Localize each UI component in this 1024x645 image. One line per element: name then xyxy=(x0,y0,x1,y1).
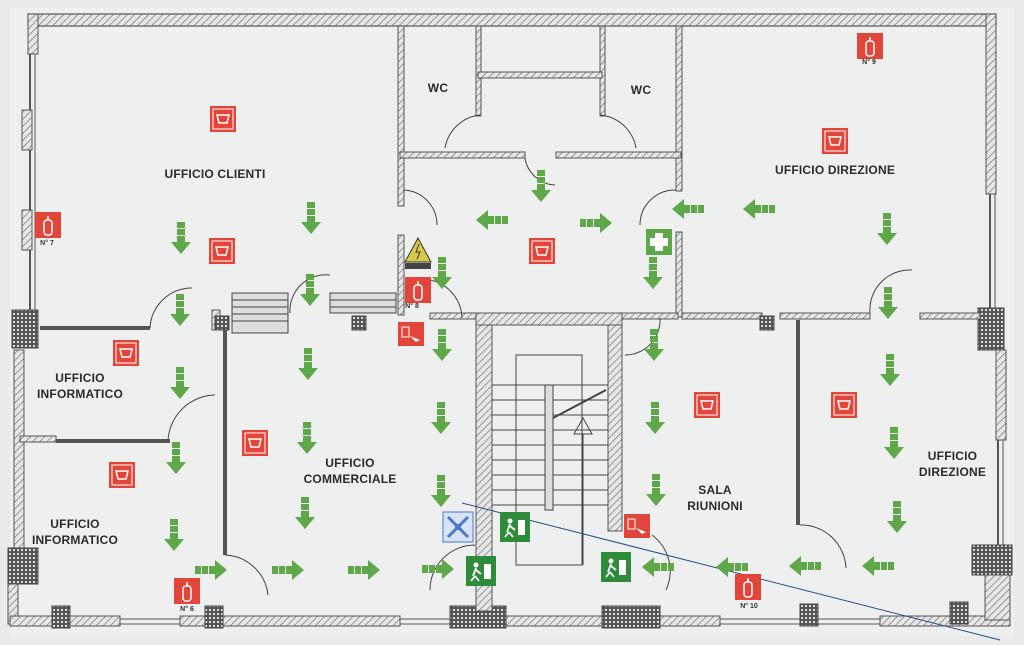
extinguisher-number-6: N° 6 xyxy=(180,606,194,613)
emergency-exit-icon xyxy=(601,552,631,582)
extinguisher-number-8: N° 8 xyxy=(405,303,419,310)
outer-walls xyxy=(7,13,1013,629)
room-label-line: SALA xyxy=(698,483,732,497)
room-label-ufficio-commerciale: UFFICIO COMMERCIALE xyxy=(290,455,410,487)
escape-route-arrow-icon xyxy=(300,274,320,306)
room-label-sala-riunioni: SALA RIUNIONI xyxy=(665,482,765,514)
room-label-line: INFORMATICO xyxy=(32,533,118,547)
room-label-line: DIREZIONE xyxy=(918,465,987,479)
escape-route-arrow-icon xyxy=(166,442,186,474)
emergency-exit-icon xyxy=(466,556,496,586)
escape-route-arrow-icon xyxy=(716,557,748,577)
small-stairs xyxy=(214,292,775,334)
escape-route-arrow-icon xyxy=(170,294,190,326)
extinguisher-number-7: N° 7 xyxy=(40,240,54,247)
fire-alarm-button-icon xyxy=(398,322,424,346)
escape-route-arrow-icon xyxy=(877,213,897,245)
room-label-ufficio-direzione-top: UFFICIO DIREZIONE xyxy=(774,163,896,177)
room-label-line: RIUNIONI xyxy=(687,499,743,513)
room-label-line: INFORMATICO xyxy=(37,387,123,401)
escape-route-arrow-icon xyxy=(295,497,315,529)
smoke-detector-icon xyxy=(109,462,135,488)
first-aid-icon xyxy=(646,229,672,255)
escape-route-arrow-icon xyxy=(476,210,508,230)
reference-line xyxy=(461,502,1001,641)
escape-route-arrow-icon xyxy=(297,422,317,454)
escape-route-arrow-icon xyxy=(348,560,380,580)
escape-route-arrow-icon xyxy=(743,199,775,219)
room-label-line: UFFICIO xyxy=(325,456,375,470)
fire-extinguisher-icon xyxy=(857,33,883,59)
escape-route-arrow-icon xyxy=(642,557,674,577)
fire-extinguisher-icon xyxy=(735,574,761,600)
escape-route-arrow-icon xyxy=(789,556,821,576)
staircase xyxy=(492,354,608,566)
escape-route-arrow-icon xyxy=(431,475,451,507)
partition-walls xyxy=(40,320,800,555)
escape-route-arrow-icon xyxy=(531,170,551,202)
escape-route-arrow-icon xyxy=(644,329,664,361)
fire-extinguisher-icon xyxy=(405,277,431,303)
smoke-detector-icon xyxy=(694,392,720,418)
escape-route-arrow-icon xyxy=(272,560,304,580)
room-label-wc-left: WC xyxy=(427,81,449,95)
escape-route-arrow-icon xyxy=(422,559,454,579)
escape-route-arrow-icon xyxy=(884,427,904,459)
electrical-hazard-icon xyxy=(404,236,432,269)
escape-route-arrow-icon xyxy=(164,519,184,551)
smoke-detector-icon xyxy=(242,430,268,456)
escape-route-arrow-icon xyxy=(298,348,318,380)
emergency-exit-icon xyxy=(500,512,530,542)
escape-route-arrow-icon xyxy=(431,402,451,434)
escape-route-arrow-icon xyxy=(171,222,191,254)
escape-route-arrow-icon xyxy=(301,202,321,234)
smoke-detector-icon xyxy=(822,128,848,154)
room-label-line: UFFICIO xyxy=(927,449,978,463)
smoke-detector-icon xyxy=(831,392,857,418)
escape-route-arrows xyxy=(164,170,907,580)
room-label-ufficio-clienti: UFFICIO CLIENTI xyxy=(164,167,266,181)
smoke-detector-icon xyxy=(210,106,236,132)
room-label-ufficio-direzione-right: UFFICIO DIREZIONE xyxy=(900,448,1005,480)
fire-extinguisher-icon xyxy=(35,212,61,238)
escape-route-arrow-icon xyxy=(645,402,665,434)
escape-route-arrow-icon xyxy=(880,354,900,386)
room-label-ufficio-informatico-2: UFFICIO INFORMATICO xyxy=(20,516,130,548)
extinguisher-number-10: N° 10 xyxy=(740,603,758,610)
extinguisher-number-9: N° 9 xyxy=(862,59,876,66)
room-label-wc-right: WC xyxy=(630,83,652,97)
assembly-point-icon xyxy=(442,511,474,543)
room-label-ufficio-informatico-1: UFFICIO INFORMATICO xyxy=(25,370,135,402)
room-label-line: UFFICIO xyxy=(50,517,100,531)
escape-route-arrow-icon xyxy=(646,474,666,506)
smoke-detector-icon xyxy=(209,238,235,264)
escape-route-arrow-icon xyxy=(195,560,227,580)
smoke-detector-icon xyxy=(113,340,139,366)
safety-signs xyxy=(35,33,883,604)
room-label-line: UFFICIO xyxy=(55,371,105,385)
escape-route-arrow-icon xyxy=(878,287,898,319)
escape-route-arrow-icon xyxy=(672,199,704,219)
escape-route-arrow-icon xyxy=(887,501,907,533)
fire-alarm-button-icon xyxy=(624,514,650,538)
escape-route-arrow-icon xyxy=(643,257,663,289)
escape-route-arrow-icon xyxy=(432,257,452,289)
escape-route-arrow-icon xyxy=(170,367,190,399)
room-label-line: COMMERCIALE xyxy=(303,472,397,486)
escape-route-arrow-icon xyxy=(862,556,894,576)
inner-walls xyxy=(19,25,981,612)
escape-route-arrow-icon xyxy=(580,213,612,233)
escape-route-arrow-icon xyxy=(432,329,452,361)
fire-extinguisher-icon xyxy=(174,578,200,604)
smoke-detector-icon xyxy=(529,238,555,264)
